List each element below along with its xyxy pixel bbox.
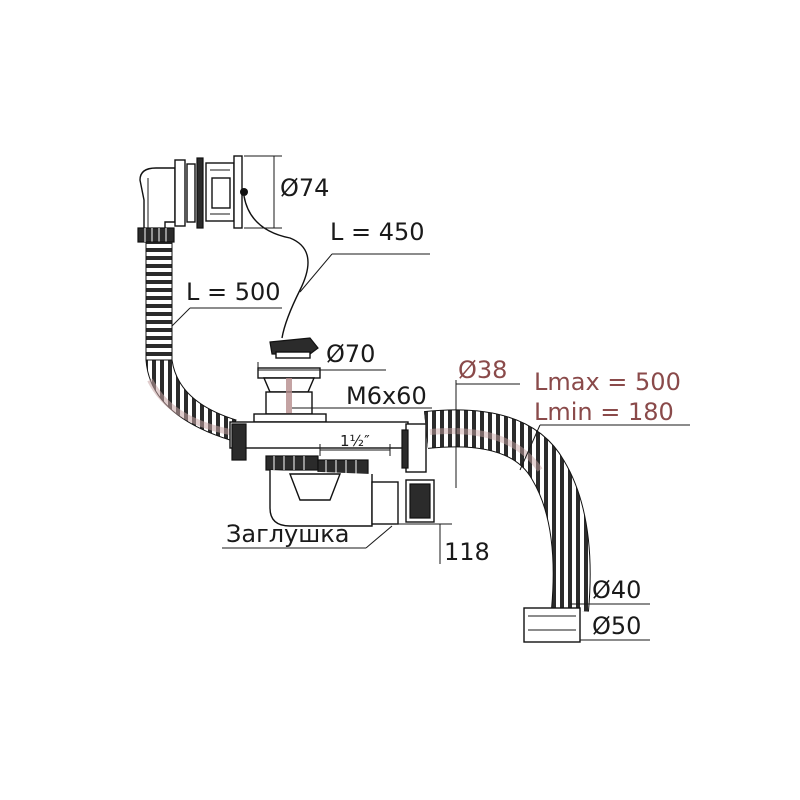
outlet-body xyxy=(229,367,435,527)
label-branch-diameter: Ø38 xyxy=(458,356,507,384)
overflow-assembly xyxy=(137,155,248,243)
label-plug: Заглушка xyxy=(226,520,349,548)
control-cable xyxy=(243,195,309,339)
label-overflow-hose-length: L = 500 xyxy=(186,278,281,306)
dimensions xyxy=(171,155,690,641)
drain-hose xyxy=(423,409,591,643)
label-hose-lmax: Lmax = 500 xyxy=(534,368,681,396)
label-outlet-diameter: Ø70 xyxy=(326,340,375,368)
label-hose-end-inner: Ø40 xyxy=(592,576,641,604)
labels: Ø74 L = 450 L = 500 Ø70 M6x60 1½″ Ø38 Lm… xyxy=(186,174,681,640)
label-overflow-diameter: Ø74 xyxy=(280,174,329,202)
label-screw-size: M6x60 xyxy=(346,382,427,410)
label-height: 118 xyxy=(444,538,490,566)
label-thread-size: 1½″ xyxy=(340,432,370,450)
label-hose-end-outer: Ø50 xyxy=(592,612,641,640)
overflow-hose xyxy=(145,241,237,441)
label-hose-lmin: Lmin = 180 xyxy=(534,398,674,426)
label-cable-length: L = 450 xyxy=(330,218,425,246)
stopper xyxy=(269,337,319,359)
